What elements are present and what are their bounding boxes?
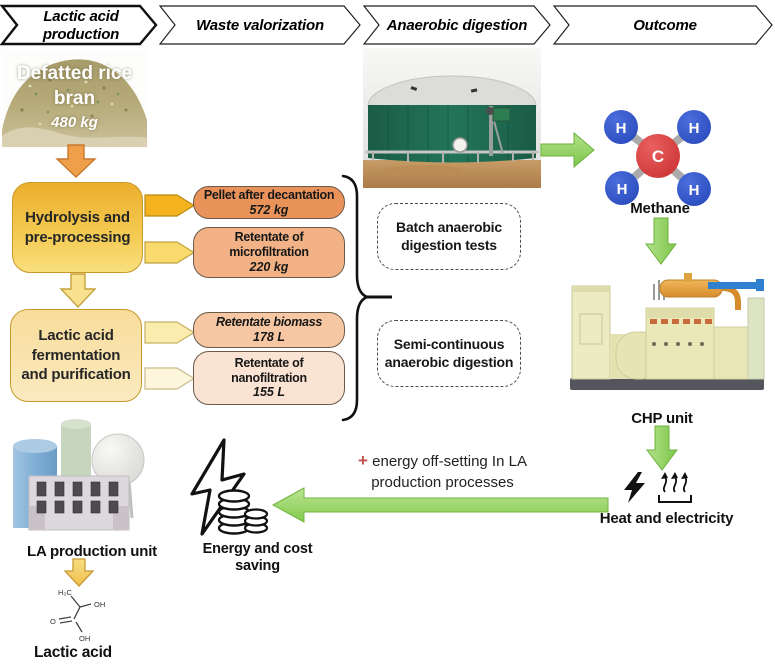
chevron-lactic-acid-production [0,4,158,46]
process-box-fermentation: Lactic acid fermentation and purificatio… [10,309,142,402]
heat-waves-icon [658,472,692,503]
arrow-down-green-icon [646,425,678,471]
methane-molecule: C H H H H [604,110,711,206]
energy-cost-saving-icon [190,438,269,536]
hydrogen-atom-icon [677,110,711,144]
digester-tank [368,105,536,163]
lightning-outline-icon [190,438,246,536]
waste-box-microfiltration: Retentate of microfiltration 220 kg [193,227,345,278]
waste-box-retentate-biomass: Retentate biomass 178 L [193,312,345,348]
arrow-down-gold-icon [63,558,95,587]
stage-title-lactic-acid-production: Lactic acid production [42,8,120,43]
chp-caption: CHP unit [631,410,693,427]
feedstock-name: Defatted rice bran [16,63,133,109]
arrow-down-orange-icon [55,144,97,178]
waste-box-nanofiltration-name: Retentate of nanofiltration [231,355,307,385]
waste-box-retentate-biomass-name: Retentate biomass [215,315,323,330]
waste-box-pellet: Pellet after decantation 572 kg [193,186,345,219]
formula-hydroxyl: OH [94,600,105,609]
digester-ground [363,160,541,188]
lactic-acid-structure: H₃C OH O OH [50,588,105,643]
la-production-unit-illustration [13,419,145,531]
digester-port [452,137,468,153]
factory-windows [36,481,119,514]
coins-icon [217,489,269,535]
chevron-waste-valorization [158,5,361,45]
lactic-acid-caption: Lactic acid [34,644,112,661]
arrow-left-green-icon [272,487,609,523]
waste-box-nanofiltration-amount: 155 L [253,385,285,400]
hydrogen-atom-icon [605,171,639,205]
carbon-atom-icon [636,134,680,178]
waste-box-nanofiltration: Retentate of nanofiltration 155 L [193,351,345,405]
chevron-outcome [552,5,773,45]
stage-title-outcome: Outcome [633,17,697,34]
chevron-anaerobic-digestion [362,5,551,45]
hydrogen-label: H [689,120,700,137]
arrow-down-yellow-icon [59,273,97,309]
hydrogen-atom-icon [677,172,711,206]
waste-box-retentate-biomass-amount: 178 L [253,330,285,344]
arrow-right-gold-icon [144,194,196,217]
hydrogen-label: H [616,120,627,137]
batch-digestion-label: Batch anaerobic digestion tests [396,219,502,253]
methane-caption: Methane [630,200,690,217]
waste-box-pellet-name: Pellet after decantation [203,187,335,202]
hydrogen-atom-icon [604,110,638,144]
hydrogen-label: H [689,182,700,199]
energy-offset-text: + energy off-setting In LA production pr… [340,450,545,493]
plus-sign: + [358,451,368,470]
arrow-right-lightgold-icon [144,241,196,264]
process-box-hydrolysis-label: Hydrolysis and pre-processing [24,209,131,246]
heat-electricity-caption: Heat and electricity [599,510,734,527]
stage-title-anaerobic-digestion: Anaerobic digestion [386,17,528,34]
chp-unit-illustration [570,273,765,390]
formula-oxygen: O [50,617,56,626]
arrow-down-green-icon [645,217,677,265]
feedstock-amount: 480 kg [51,114,98,131]
process-box-hydrolysis: Hydrolysis and pre-processing [12,182,143,273]
chp-blue-pipe [708,282,764,289]
arrow-right-paleyellow-icon [144,321,196,344]
formula-methyl: H₃C [58,588,72,597]
stage-title-waste-valorization: Waste valorization [196,17,324,34]
rice-bran-pile [2,59,147,147]
formula-acid-oh: OH [79,634,90,643]
grouping-brace [341,174,392,422]
process-box-fermentation-label: Lactic acid fermentation and purificatio… [21,327,131,384]
waste-box-pellet-amount: 572 kg [249,202,289,217]
lightning-bolt-icon [624,472,645,503]
waste-box-microfiltration-name: Retentate of microfiltration [229,230,309,260]
waste-box-microfiltration-amount: 220 kg [249,259,289,274]
arrow-right-cream-icon [144,367,196,390]
carbon-label: C [652,147,664,166]
header-chevron-band [0,4,773,46]
energy-saving-caption: Energy and cost saving [202,541,313,574]
chp-base [570,378,764,390]
anaerobic-digester-photo [363,48,541,188]
la-production-unit-caption: LA production unit [27,543,157,560]
semi-continuous-digestion-box: Semi-continuous anaerobic digestion [377,320,521,387]
batch-digestion-box: Batch anaerobic digestion tests [377,203,521,270]
arrow-right-green-icon [540,131,595,169]
energy-offset-line2: production processes [371,473,514,491]
energy-offset-line1: energy off-setting In LA [372,453,527,470]
semi-continuous-digestion-label: Semi-continuous anaerobic digestion [384,336,514,370]
chp-cabinet [571,285,611,380]
digester-dome [367,75,537,107]
defatted-rice-bran-photo: Defatted rice bran 480 kg [2,50,147,147]
hydrogen-label: H [617,181,628,198]
